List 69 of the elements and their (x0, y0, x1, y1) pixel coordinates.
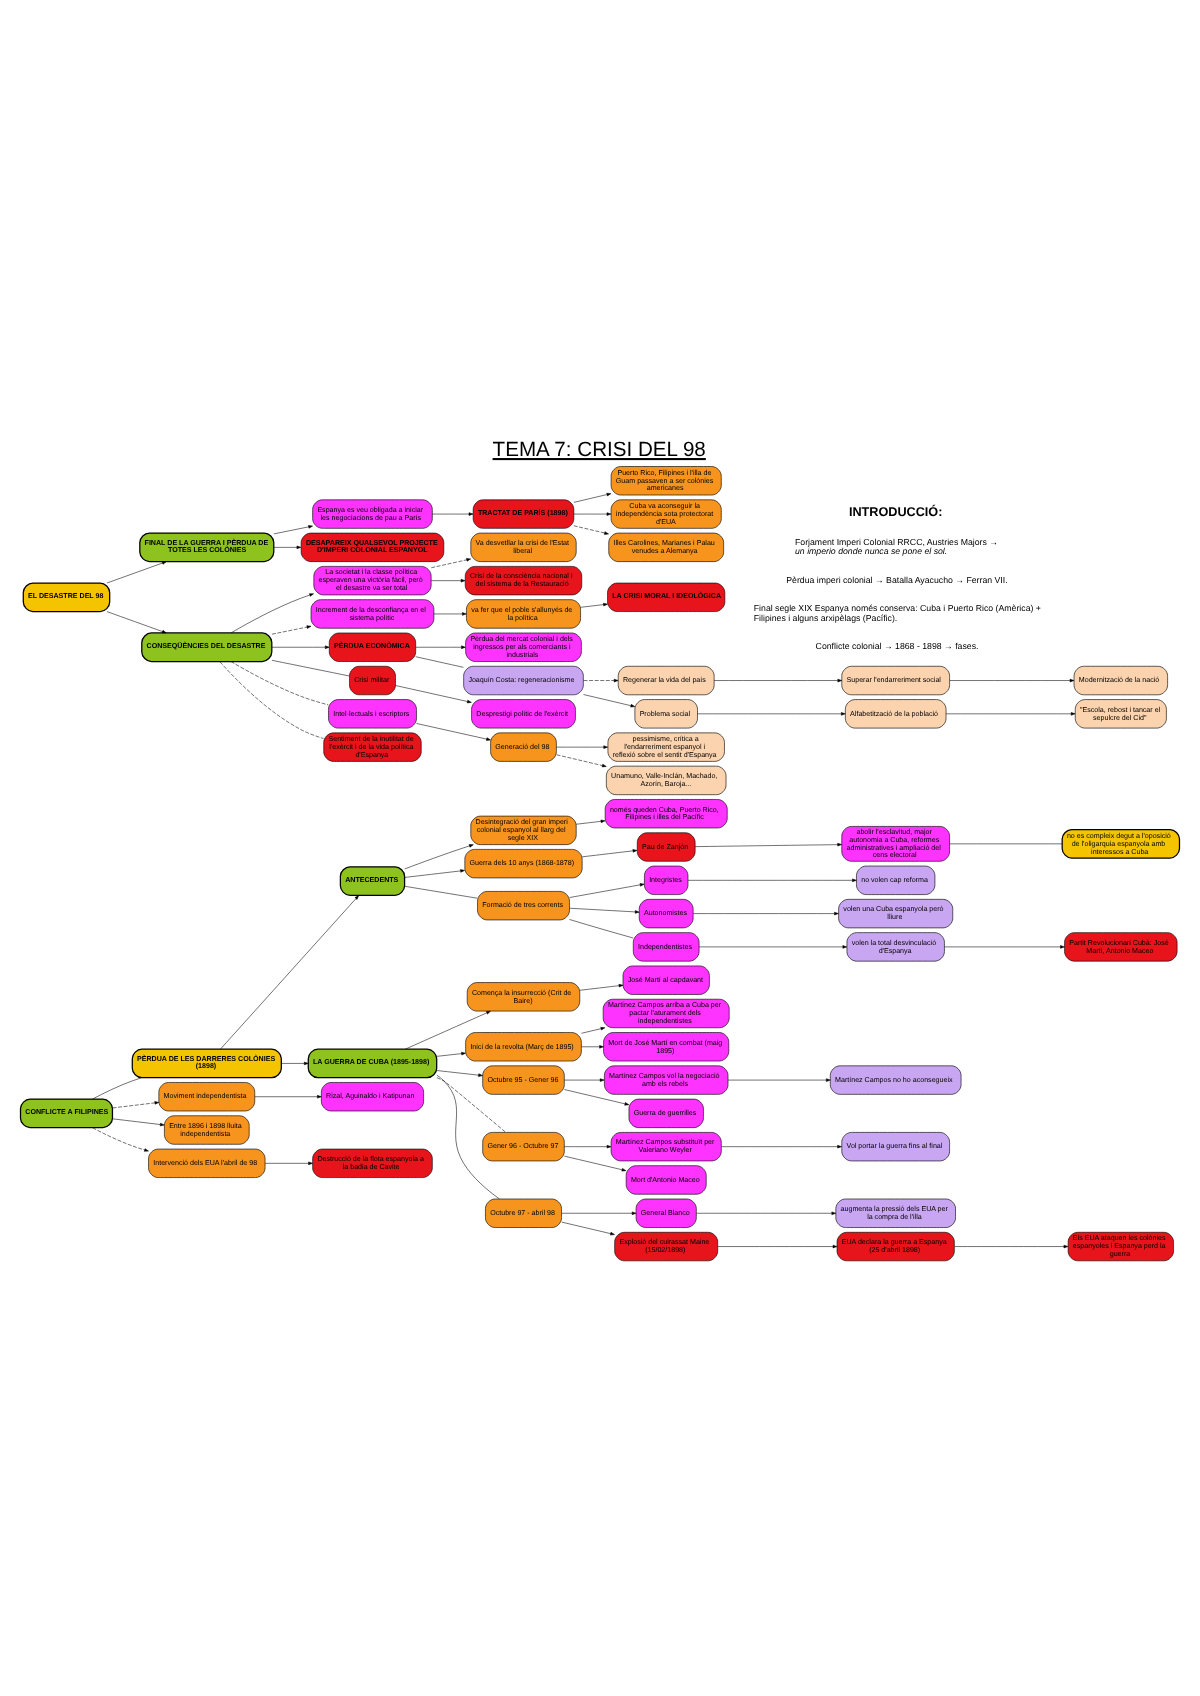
arrow (696, 1210, 837, 1214)
connector (949, 842, 1063, 844)
arrow (404, 868, 465, 877)
arrow (564, 1144, 612, 1148)
arrow (581, 1026, 606, 1033)
arrow (582, 848, 638, 857)
arrow (954, 1243, 1069, 1248)
arrow (106, 610, 167, 633)
connector (219, 660, 324, 738)
arrow (106, 560, 167, 583)
arrow (564, 1154, 627, 1171)
arrow (687, 877, 857, 881)
arrow (230, 592, 314, 633)
arrow (436, 1050, 466, 1056)
arrow (949, 677, 1075, 682)
arrow (271, 624, 312, 634)
arrow (583, 677, 619, 682)
arrow (432, 511, 474, 515)
arrow (416, 722, 491, 740)
arrow (573, 524, 609, 534)
connector (230, 660, 329, 705)
arrow (564, 1088, 630, 1105)
arrow (697, 711, 846, 715)
arrow (694, 841, 842, 846)
arrow (112, 1100, 160, 1108)
arrow (395, 684, 472, 703)
connector (404, 885, 478, 898)
connector (92, 1076, 142, 1099)
arrow (556, 753, 607, 767)
arrow (556, 744, 608, 748)
arrow (713, 677, 843, 682)
arrow (579, 983, 624, 990)
arrow (944, 944, 1065, 948)
arrow (220, 894, 359, 1049)
arrow (717, 1243, 838, 1248)
arrow (264, 1160, 313, 1164)
arrow (92, 1126, 149, 1151)
arrow (436, 1069, 483, 1076)
arrow (573, 511, 612, 515)
arrow (569, 882, 645, 897)
diagram-title: TEMA 7: CRISI DEL 98 (492, 439, 706, 462)
arrow (583, 693, 636, 707)
arrow (580, 601, 608, 607)
arrow (273, 544, 302, 549)
arrow (415, 644, 466, 648)
arrow (273, 524, 313, 534)
arrow (271, 644, 330, 648)
arrow (561, 1210, 637, 1214)
arrow (575, 818, 606, 824)
connector (436, 1076, 506, 1132)
arrow (693, 910, 839, 915)
arrow (281, 1060, 309, 1065)
arrow (404, 843, 474, 869)
arrow (721, 1144, 842, 1148)
arrow (431, 557, 471, 567)
connector (436, 1073, 500, 1199)
arrow (727, 1077, 831, 1081)
arrow (433, 611, 467, 615)
arrow (405, 1009, 491, 1049)
arrow (564, 1077, 605, 1081)
arrow (569, 906, 640, 913)
arrow (945, 711, 1076, 715)
arrow (698, 944, 848, 948)
arrow (431, 578, 466, 582)
arrow (573, 491, 612, 502)
arrow (561, 1220, 615, 1235)
arrow (254, 1094, 322, 1098)
arrow (581, 1044, 604, 1048)
arrow (112, 1117, 165, 1126)
